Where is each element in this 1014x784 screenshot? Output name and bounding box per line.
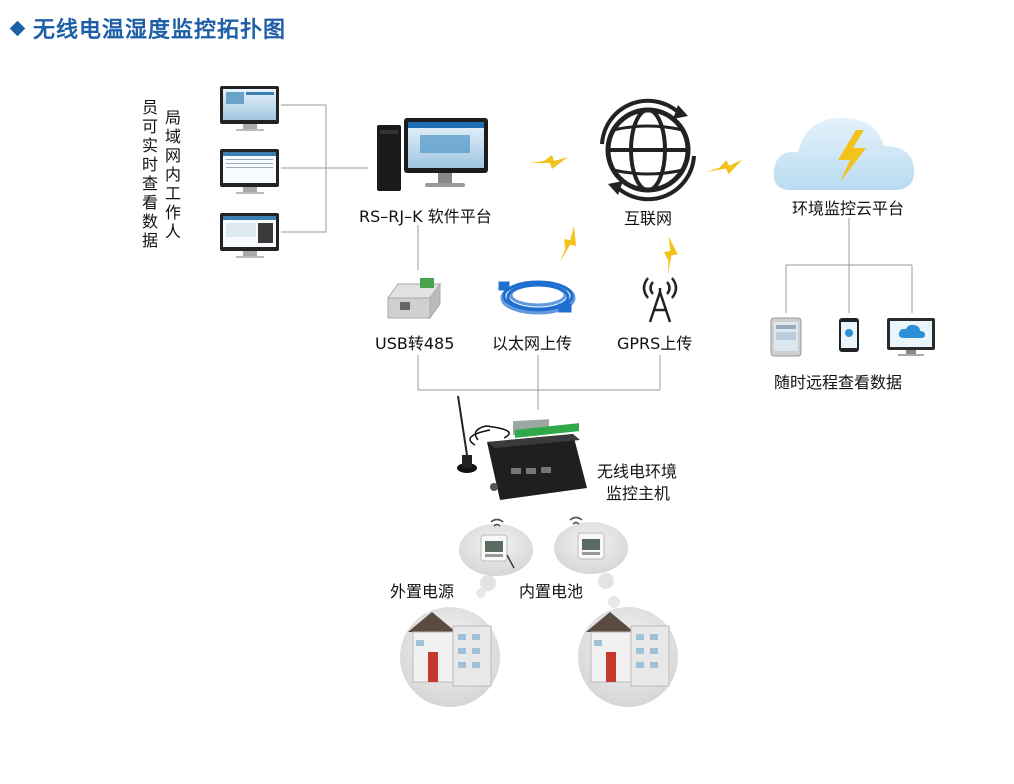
tablet-icon	[770, 317, 802, 357]
cloud-icon	[773, 118, 915, 190]
internet-label: 互联网	[624, 209, 673, 228]
lan-monitor-1	[220, 86, 279, 131]
lan-users-label-col2: 员可实时查看数据	[141, 98, 158, 250]
host-label-line2: 监控主机	[606, 484, 671, 503]
title-text: 无线电温湿度监控拓扑图	[33, 18, 287, 43]
lan-users-label-col1: 局域网内工作人	[164, 108, 181, 241]
lan-monitor-2	[220, 149, 279, 194]
host-device-icon	[457, 395, 587, 500]
page-title: 无线电温湿度监控拓扑图	[8, 12, 286, 44]
battery-label: 内置电池	[519, 582, 584, 601]
gprs-label: GPRS上传	[617, 334, 693, 353]
software-platform-label: RS–RJ–K 软件平台	[359, 207, 492, 226]
network-cable-icon	[498, 280, 576, 315]
remote-view-label: 随时远程查看数据	[774, 373, 903, 392]
phone-icon	[839, 318, 859, 352]
usb485-label: USB转485	[375, 334, 455, 353]
cloud-platform-label: 环境监控云平台	[792, 199, 905, 218]
building-icon	[400, 607, 500, 707]
external-power-label: 外置电源	[390, 582, 455, 601]
globe-icon	[600, 98, 696, 202]
host-label-line1: 无线电环境	[597, 462, 678, 481]
ethernet-label: 以太网上传	[492, 334, 573, 353]
connection-lines	[281, 104, 913, 410]
sensor-bubble-battery	[554, 516, 628, 608]
remote-monitor-icon	[887, 318, 935, 356]
antenna-tower-icon	[642, 277, 678, 323]
building-icon	[578, 607, 678, 707]
usb-converter-icon	[387, 278, 441, 320]
lan-monitor-3	[220, 213, 279, 258]
sensor-bubble-external	[459, 518, 533, 598]
desktop-pc-icon	[377, 118, 488, 191]
